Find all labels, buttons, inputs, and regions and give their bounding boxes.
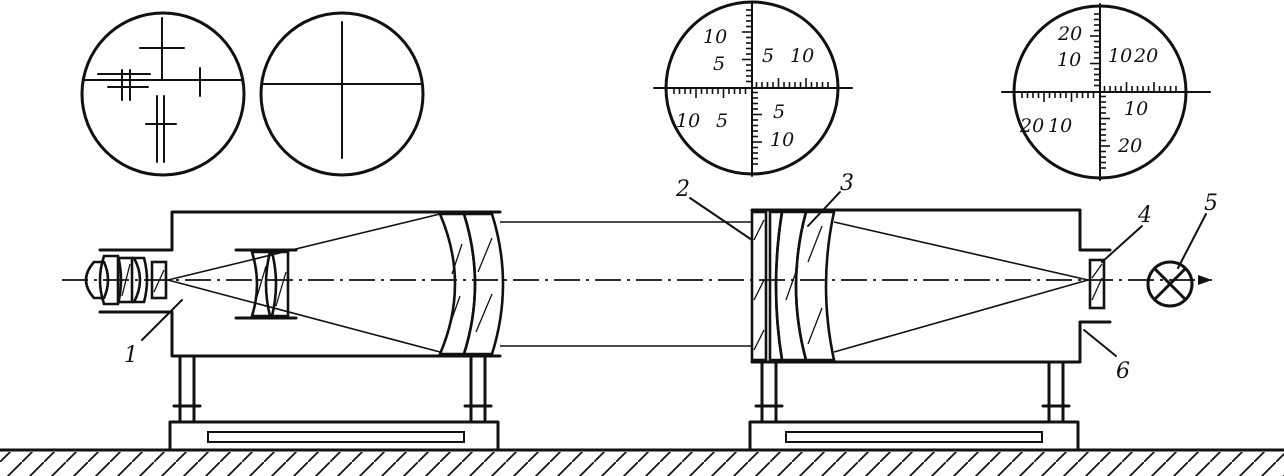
autocollimator-objective: [768, 210, 836, 362]
scale-right-label-left-lower: 20: [1019, 115, 1044, 137]
left-stand: [168, 356, 500, 452]
scale-left-label-right-upper-2: 10: [790, 45, 814, 67]
leader-lines: [141, 191, 1207, 357]
scale-left-label-left-lower-2: 5: [716, 110, 728, 132]
lamp-icon: [1146, 260, 1194, 308]
scale-circle-fine: [653, 0, 853, 177]
label-4: 4: [1137, 203, 1152, 228]
label-3: 3: [840, 171, 854, 196]
scale-right-label-bottom-lower: 20: [1117, 135, 1142, 157]
autocollimator-tube: [750, 208, 1112, 364]
collimator-objective: [438, 212, 505, 356]
label-5: 5: [1204, 191, 1218, 216]
scale-circle-coarse: [1001, 3, 1211, 181]
light-rays: [167, 213, 1089, 353]
label-6: 6: [1116, 359, 1130, 384]
right-stand: [748, 360, 1080, 452]
plane-plate: [750, 210, 768, 362]
eyepiece-assembly: [84, 254, 168, 306]
label-2: 2: [675, 177, 690, 202]
axis-arrowhead: [1198, 275, 1212, 285]
view-circle-crosshair-pattern: [80, 11, 246, 177]
scale-right-label-left-lower-2: 10: [1048, 115, 1072, 137]
ground-hatching: [0, 448, 1284, 476]
scale-right-label-right-upper-2: 20: [1133, 45, 1158, 67]
scale-right-label-top-lower: 10: [1057, 49, 1081, 71]
view-circle-single-cross: [259, 11, 425, 177]
scale-left-label-top-upper: 10: [703, 26, 727, 48]
scale-left-label-left-lower: 10: [676, 110, 700, 132]
negative-lens: [234, 248, 298, 320]
scale-right-label-top-upper: 20: [1057, 23, 1082, 45]
scale-left-label-bottom-upper: 5: [773, 101, 785, 123]
scale-right-label-bottom-upper: 10: [1124, 98, 1148, 120]
label-1: 1: [124, 343, 138, 368]
scale-left-label-top-lower: 5: [713, 53, 725, 75]
collimator-tube: [98, 210, 502, 358]
reticle: [1088, 258, 1106, 310]
scale-left-label-right-upper: 5: [762, 45, 774, 67]
scale-right-label-right-upper: 10: [1108, 45, 1132, 67]
scale-left-label-bottom-lower: 10: [770, 129, 794, 151]
